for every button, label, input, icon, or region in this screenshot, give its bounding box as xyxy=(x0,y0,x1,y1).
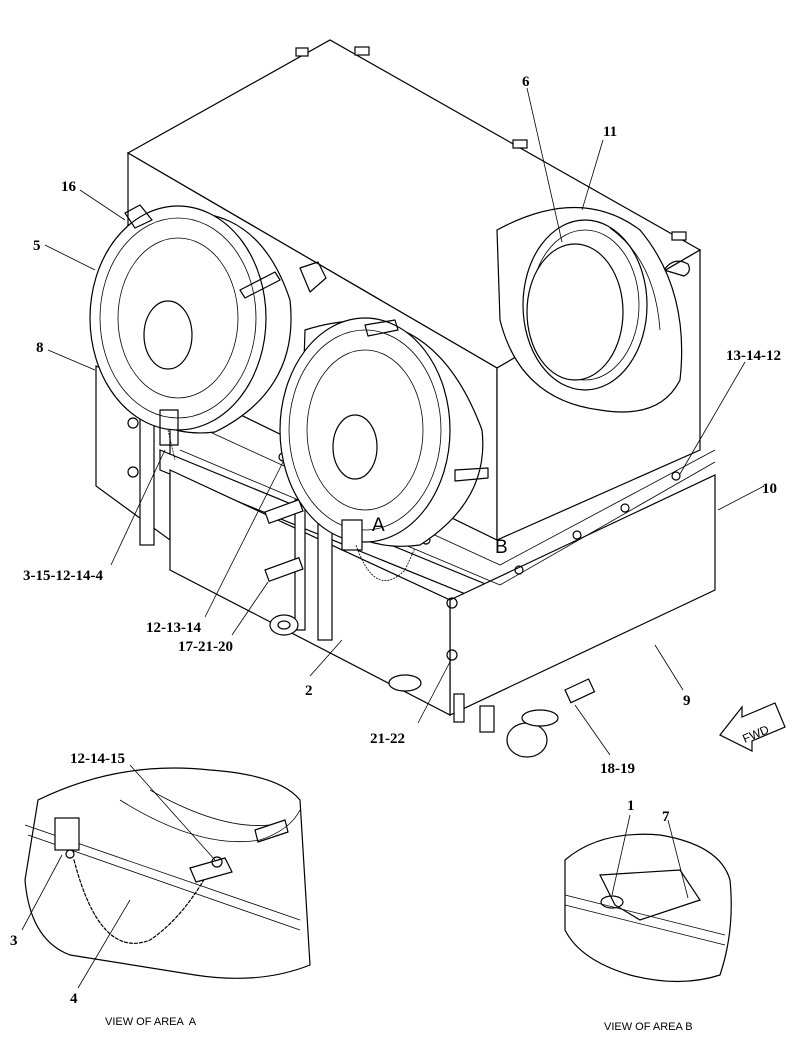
area-label-b: B xyxy=(495,537,508,558)
view-area-a xyxy=(24,767,311,979)
callout-16: 16 xyxy=(61,179,77,195)
callout-8: 8 xyxy=(36,340,44,356)
area-a-detail-main xyxy=(159,409,416,581)
caption-view-area-a: VIEW OF AREA A xyxy=(105,1016,197,1028)
area-label-a: A xyxy=(372,515,385,536)
callout-3-15-12-14-4: 3-15-12-14-4 xyxy=(23,568,103,584)
callout-11: 11 xyxy=(603,124,617,140)
callout-18-19: 18-19 xyxy=(600,761,635,777)
callout-12-14-15: 12-14-15 xyxy=(70,751,125,767)
fwd-arrow-icon: FWD xyxy=(719,702,786,752)
callout-10: 10 xyxy=(762,481,777,497)
callout-12-13-14: 12-13-14 xyxy=(146,620,201,636)
callouts: 6 11 16 5 8 13-14-12 10 3-15-12-14-4 12-… xyxy=(10,74,781,1007)
callout-1: 1 xyxy=(627,798,635,814)
precleaner-center xyxy=(279,317,489,547)
callout-17-21-20: 17-21-20 xyxy=(178,639,233,655)
callout-4: 4 xyxy=(70,991,78,1007)
callout-13-14-12: 13-14-12 xyxy=(726,348,781,364)
leader-lines xyxy=(21,87,765,989)
callout-6: 6 xyxy=(522,74,530,90)
callout-5: 5 xyxy=(33,238,41,254)
callout-9: 9 xyxy=(683,693,691,709)
callout-3: 3 xyxy=(10,933,18,949)
filter-opening xyxy=(496,207,683,413)
view-area-b xyxy=(564,833,732,983)
callout-2: 2 xyxy=(305,683,313,699)
callout-7: 7 xyxy=(662,809,670,825)
callout-21-22: 21-22 xyxy=(370,731,405,747)
precleaner-left xyxy=(89,204,292,434)
caption-view-area-b: VIEW OF AREA B xyxy=(604,1021,693,1033)
